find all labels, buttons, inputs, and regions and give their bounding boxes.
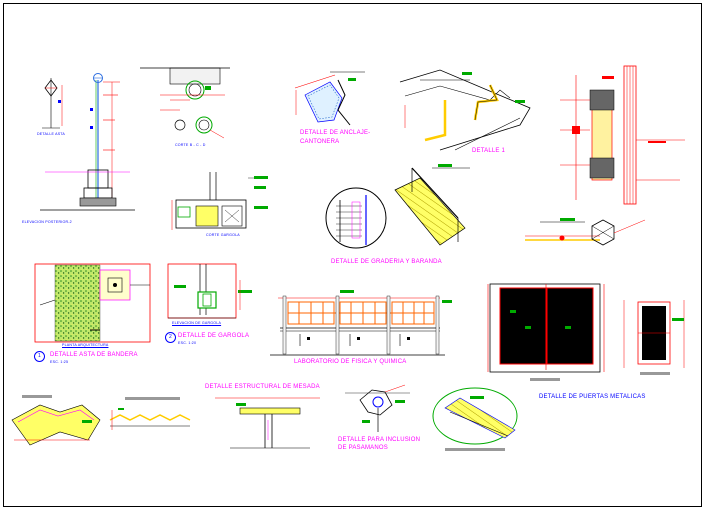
label-pasamanos-line1: DETALLE PARA INCLUSION (338, 437, 421, 443)
detail-planta-arquitectura (34, 263, 151, 343)
label-laboratorio: LABORATORIO DE FISICA Y QUIMICA (294, 359, 407, 365)
detail-rail-connection (525, 218, 646, 246)
detail-graderia (325, 164, 470, 249)
detail-oval-handrail (432, 387, 518, 451)
sheet-border (3, 3, 702, 507)
detail-laboratorio (270, 290, 452, 356)
label-graderia: DETALLE DE GRADERIA Y BARANDA (331, 259, 442, 265)
detail-bottom-profile (109, 397, 191, 430)
label-gargola-title: DETALLE DE GARGOLA (178, 333, 250, 339)
label-detalle-asta-small: DETALLE ASTA (37, 132, 66, 136)
label-pasamanos-line2: DE PASAMANOS (338, 445, 388, 451)
detail-flag-pole-elevation (40, 73, 135, 211)
label-mesada: DETALLE ESTRUCTURAL DE MESADA (205, 384, 320, 390)
detail-column-elevation (560, 65, 685, 205)
label-planta-arquitectura: PLANTA ARQUITECTURA (62, 343, 109, 347)
detail-corte (140, 67, 230, 139)
detail-corte-gargola (171, 172, 268, 230)
label-elevacion-gargola: ELEVACION DE GARGOLA (172, 321, 222, 325)
label-asta-title: DETALLE ASTA DE BANDERA (50, 352, 138, 358)
detail-anclaje (294, 71, 365, 126)
label-anclaje-line2: CANTONERA (300, 139, 340, 145)
detail-gargola-elevation (167, 263, 252, 319)
label-detalle-1: DETALLE 1 (472, 148, 506, 154)
detail-1 (399, 69, 531, 151)
label-gargola-scale: ESC. 1:20 (178, 341, 197, 345)
label-elevacion-posterior: ELEVACION POSTERIOR-2 (22, 220, 72, 224)
label-anclaje-line1: DETALLE DE ANCLAJE- (300, 130, 371, 136)
label-corte-gargola: CORTE GARGOLA (206, 233, 240, 237)
detail-pasamanos (345, 384, 410, 432)
asta-detail-number: 1 (34, 351, 45, 362)
label-corte: CORTE B - C - D (175, 143, 206, 147)
gargola-detail-number: 2 (165, 332, 176, 343)
label-puertas: DETALLE DE PUERTAS METALICAS (539, 394, 646, 400)
detail-puertas-metalicas (487, 283, 685, 381)
detail-bottom-left-roof (11, 395, 101, 446)
label-asta-scale: ESC. 1:25 (50, 360, 69, 364)
detail-mesada (215, 397, 320, 449)
